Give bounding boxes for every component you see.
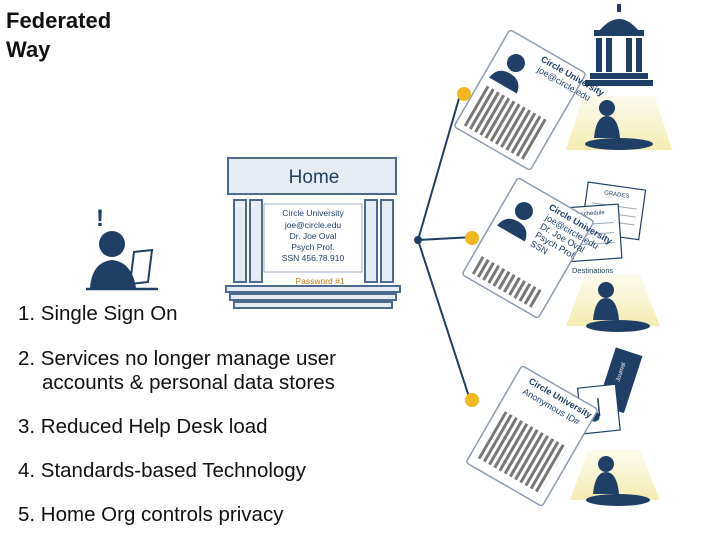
spotlight-bottom (570, 450, 660, 500)
connector-dot-middle (465, 231, 479, 245)
attribute-card-middle: Circle University joe@circle.edu Dr. Joe… (462, 177, 614, 319)
home-card-line-1: Circle University (282, 208, 344, 218)
home-card-line-4: Psych Prof. (291, 242, 334, 252)
benefits-list: 1. Single Sign On 2. Services no longer … (18, 302, 418, 527)
column-right-1 (364, 199, 378, 283)
benefit-text-continued: accounts & personal data stores (42, 371, 335, 394)
benefit-text: 3. Reduced Help Desk load (18, 415, 268, 438)
home-password-label: Password #1 (295, 276, 344, 286)
spotlight-top (566, 96, 672, 150)
destinations-label: Destinations (572, 266, 614, 275)
benefit-item: 1. Single Sign On (18, 302, 418, 326)
connector-top (417, 87, 463, 241)
slide-title-line2: Way (6, 37, 51, 62)
home-roof (227, 157, 397, 195)
service-person-top-head (599, 100, 615, 116)
service-person-middle-head (598, 282, 614, 298)
connector-dot-home (414, 236, 422, 244)
connector-bottom (417, 239, 471, 401)
service-person-bottom-body (593, 472, 619, 494)
home-step-1 (225, 285, 401, 293)
user-at-computer: ! (86, 205, 158, 291)
home-step-2 (229, 293, 397, 301)
connector-lines (414, 87, 475, 401)
user-head (99, 231, 125, 257)
dome-icon (600, 19, 638, 30)
benefit-text: 1. Single Sign On (18, 302, 178, 325)
home-label: Home (289, 167, 340, 188)
connector-middle (417, 236, 475, 241)
doc-schedule-label: schedule (581, 210, 606, 218)
attribute-card-top: Circle University joe@circle.edu (454, 29, 606, 171)
slide-title-line1: Federated (6, 8, 112, 33)
benefit-item: 2. Services no longer manage user accoun… (18, 347, 418, 395)
service-person-middle-body (593, 298, 619, 320)
home-identity-card: Circle University joe@circle.edu Dr. Joe… (263, 203, 363, 286)
service-person-bottom-head (598, 456, 614, 472)
laptop-screen (128, 248, 154, 286)
home-building: Home (225, 157, 401, 309)
destination-top (566, 4, 672, 150)
doc-grades-label: GRADES (604, 190, 630, 199)
service-person-top-body (594, 116, 620, 138)
alert-icon: ! (96, 205, 104, 232)
home-card-line-5: SSN 456.78.910 (282, 253, 345, 263)
spotlight-middle (566, 275, 660, 326)
destination-middle: GRADES schedule Destinations (559, 181, 660, 332)
connector-dot-bottom (465, 393, 479, 407)
column-right-2 (380, 199, 394, 283)
benefit-text: 5. Home Org controls privacy (18, 503, 284, 526)
benefit-text: 2. Services no longer manage user (18, 347, 336, 370)
book-journal-label: Journal (615, 362, 627, 383)
benefit-item: 5. Home Org controls privacy (18, 503, 418, 527)
benefit-item: 4. Standards-based Technology (18, 459, 418, 483)
column-left-2 (249, 199, 263, 283)
home-card-line-2: joe@circle.edu (284, 220, 342, 230)
benefit-item: 3. Reduced Help Desk load (18, 415, 418, 439)
home-card-line-3: Dr. Joe Oval (290, 231, 337, 241)
column-left-1 (233, 199, 247, 283)
benefit-text: 4. Standards-based Technology (18, 459, 306, 482)
connector-dot-top (457, 87, 471, 101)
home-step-3 (233, 301, 393, 309)
user-body (90, 260, 136, 288)
slide-title: Federated Way (6, 6, 111, 64)
